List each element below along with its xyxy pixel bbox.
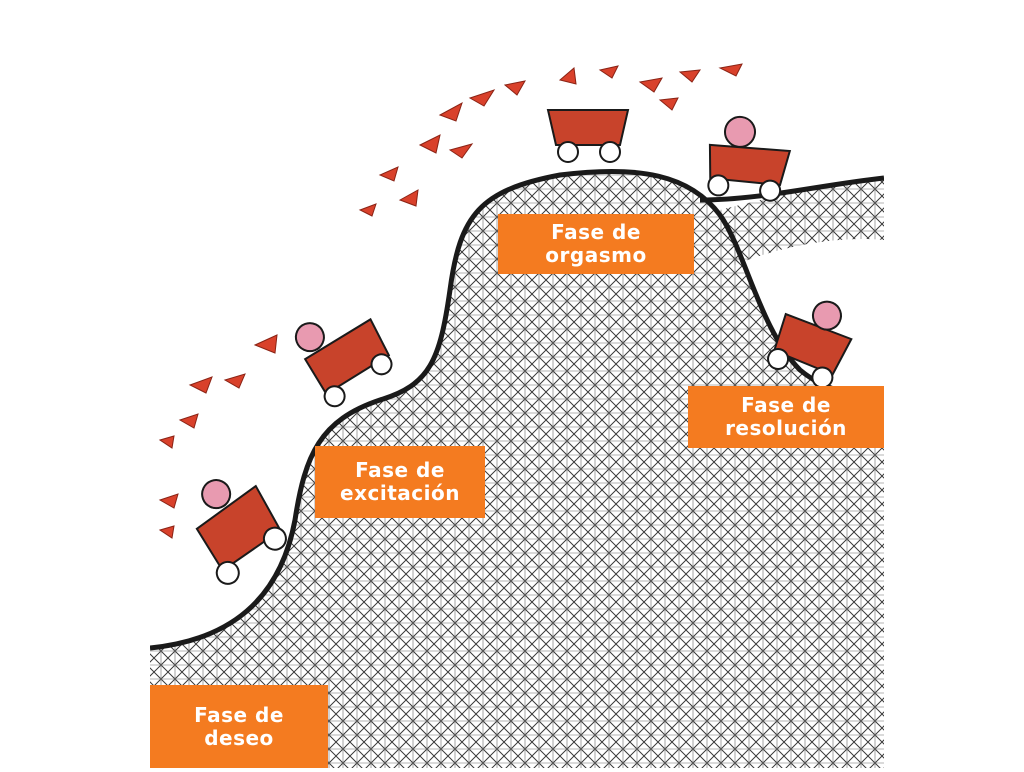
phase-label-orgasm-line2: orgasmo <box>545 243 647 267</box>
heart-icon <box>253 334 278 354</box>
phase-label-desire-line2: deseo <box>204 725 274 750</box>
coaster-car-resolution <box>767 300 853 389</box>
heart-icon <box>503 80 526 96</box>
phase-label-resolution-line2: resolución <box>725 416 847 440</box>
heart-icon <box>398 189 419 207</box>
heart-icon <box>448 143 474 159</box>
phase-label-excitement-line2: excitación <box>340 481 460 505</box>
phase-label-desire-line1: Fase de <box>194 702 284 727</box>
coaster-car-orgasm <box>546 109 630 163</box>
heart-icon <box>678 69 702 83</box>
phase-label-orgasm-line1: Fase de <box>551 220 641 244</box>
heart-icon <box>558 67 577 85</box>
coaster-track-upper <box>699 175 884 203</box>
phase-label-excitement: Fase de excitación <box>315 446 485 518</box>
heart-icon <box>378 166 399 182</box>
heart-icon <box>158 525 175 539</box>
heart-icon <box>418 134 441 154</box>
scaffold-structure <box>150 171 884 768</box>
heart-icon <box>223 373 246 389</box>
heart-icon <box>658 97 679 111</box>
heart-icon <box>178 413 199 429</box>
heart-icon <box>158 435 175 449</box>
heart-icon <box>638 77 663 93</box>
heart-icon <box>718 63 743 77</box>
coaster-track <box>150 168 884 651</box>
heart-icon <box>158 493 179 509</box>
coaster-car-excitement <box>294 317 393 408</box>
heart-icon <box>358 203 377 217</box>
scaffold-top-right <box>720 178 884 265</box>
phase-label-resolution-line1: Fase de <box>741 393 831 417</box>
coaster-car-top-right <box>707 115 792 202</box>
heart-icon <box>438 101 463 122</box>
phase-label-orgasm: Fase de orgasmo <box>498 214 694 274</box>
phase-label-resolution: Fase de resolución <box>688 386 884 448</box>
hearts-group <box>158 63 743 539</box>
heart-icon <box>598 65 619 79</box>
heart-icon <box>188 376 213 394</box>
phase-label-desire: Fase de deseo <box>150 685 328 768</box>
phase-label-excitement-line1: Fase de <box>355 458 445 482</box>
heart-icon <box>468 89 496 107</box>
coaster-car-desire <box>195 479 287 585</box>
